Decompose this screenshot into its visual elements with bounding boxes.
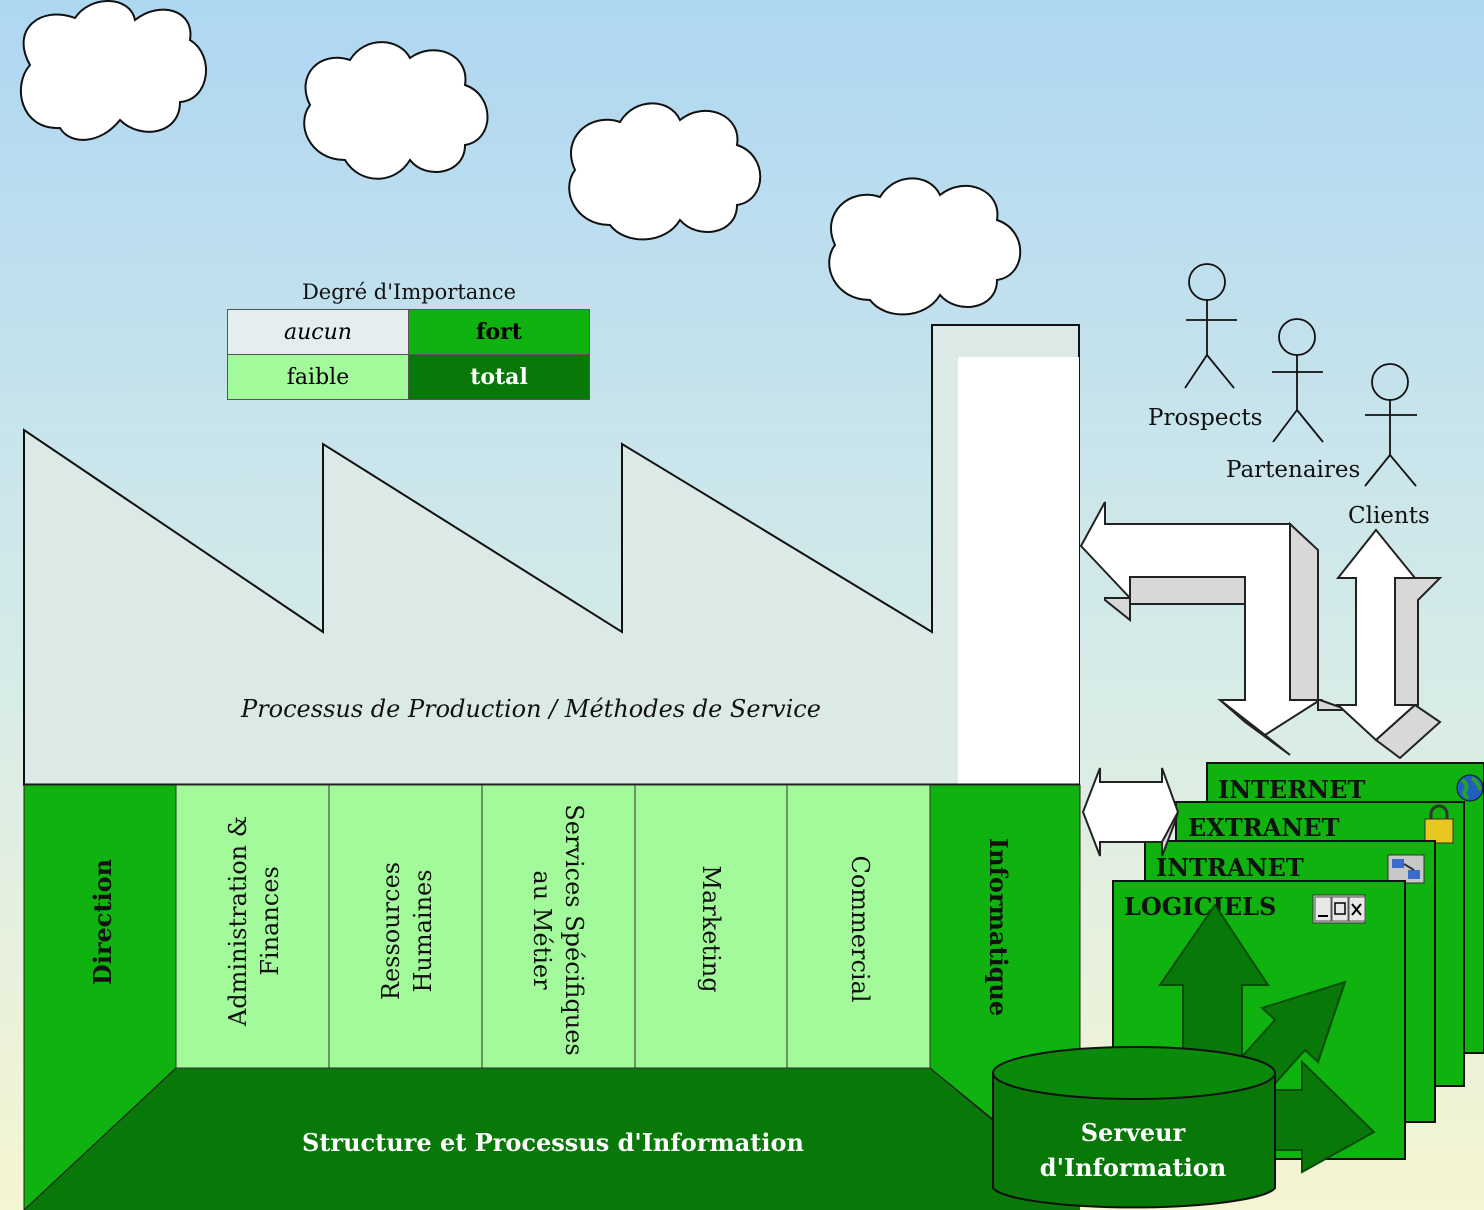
actor-clients: Clients	[1348, 503, 1430, 529]
cloud	[828, 177, 1022, 316]
panel-admin	[175, 784, 330, 1069]
cloud	[568, 102, 762, 241]
legend-total: total	[408, 354, 590, 400]
lock-icon	[1424, 804, 1454, 844]
svg-text:Serveur: Serveur	[1081, 1118, 1186, 1147]
actor-partenaires: Partenaires	[1226, 457, 1360, 483]
svg-text:d'Information: d'Information	[1040, 1153, 1226, 1182]
cloud	[19, 0, 207, 141]
floor-edge-left	[23, 1067, 177, 1210]
panel-commercial	[786, 784, 931, 1069]
svg-text:EXTRANET: EXTRANET	[1188, 813, 1340, 842]
bent-arrow	[1079, 501, 1324, 737]
department-panels	[175, 784, 931, 1069]
legend-title: Degré d'Importance	[301, 280, 517, 304]
svg-text:Finances: Finances	[256, 866, 284, 976]
clouds	[19, 0, 1022, 316]
svg-text:LOGICIELS: LOGICIELS	[1124, 892, 1276, 921]
person-icon	[1272, 318, 1324, 443]
server-cylinder: Serveur d'Information	[992, 1046, 1276, 1209]
person-icon	[1364, 363, 1417, 487]
panel-marketing	[634, 784, 788, 1069]
svg-text:au Métier: au Métier	[528, 870, 556, 990]
svg-text:INTERNET: INTERNET	[1218, 775, 1365, 804]
legend-aucun: aucun	[227, 309, 409, 355]
dept-commercial: Commercial	[846, 855, 874, 1002]
dept-informatique: Informatique	[984, 838, 1013, 1016]
svg-text:Services Spécifiques: Services Spécifiques	[560, 804, 588, 1055]
actor-prospects: Prospects	[1148, 405, 1262, 431]
svg-text:Administration &: Administration &	[224, 816, 252, 1027]
chimney-inner	[958, 357, 1079, 785]
svg-text:Ressources: Ressources	[377, 862, 405, 1000]
legend-fort: fort	[408, 309, 590, 355]
legend-faible: faible	[227, 354, 409, 400]
svg-text:Humaines: Humaines	[409, 869, 437, 992]
globe-icon	[1456, 774, 1484, 802]
dept-ssm: Services Spécifiques au Métier	[528, 804, 588, 1055]
dept-marketing: Marketing	[697, 865, 725, 992]
network-icon	[1387, 854, 1425, 884]
dept-direction: Direction	[88, 859, 117, 985]
cloud	[303, 41, 489, 180]
minimize-icon	[1314, 896, 1332, 922]
panel-ssm	[481, 784, 636, 1069]
dept-admin: Administration & Finances	[224, 816, 284, 1027]
floor-label: Structure et Processus d'Information	[302, 1128, 804, 1157]
actors	[1184, 263, 1417, 487]
white-arrows	[1079, 501, 1443, 857]
svg-text:INTRANET: INTRANET	[1156, 853, 1304, 882]
window-controls	[1312, 894, 1366, 924]
process-label: Processus de Production / Méthodes de Se…	[240, 695, 821, 723]
panel-rh	[328, 784, 483, 1069]
dept-rh: Ressources Humaines	[377, 862, 437, 1000]
legend-table: aucun fort faible total	[227, 309, 590, 400]
person-icon	[1184, 263, 1237, 389]
